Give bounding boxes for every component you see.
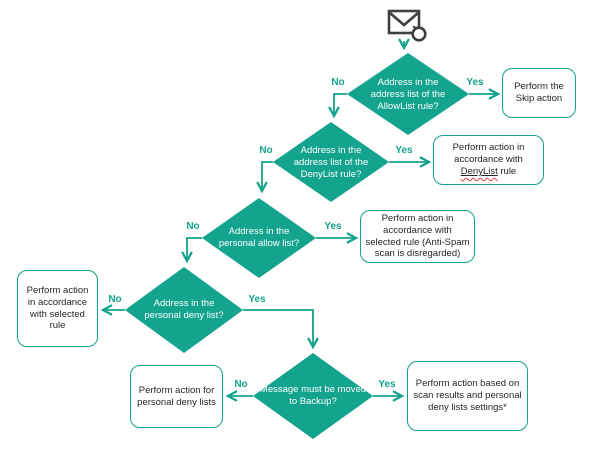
decision-label-denylist: Address in the address list of the DenyL…: [293, 144, 369, 181]
decision-label-personal-deny: Address in the personal deny list?: [144, 297, 224, 321]
arrow-allowlist-no: [328, 93, 347, 119]
decision-label-personal-allow: Address in the personal allow list?: [218, 225, 300, 249]
edge-label-denylist-no: No: [259, 145, 273, 156]
edge-label-personal-deny-no: No: [108, 294, 122, 305]
action-box-personal-deny-lists: Perform action for personal deny lists: [130, 365, 223, 428]
edge-label-backup-no: No: [234, 379, 248, 390]
action-denylist-text-post: rule: [497, 165, 517, 177]
arrow-personal-deny-yes: [243, 309, 319, 350]
decision-diamond-personal-allow: [202, 198, 316, 278]
decision-diamond-allowlist: [347, 53, 469, 135]
decision-label-allowlist: Address in the address list of the Allow…: [370, 76, 446, 113]
envelope-icon: [387, 9, 427, 42]
action-box-scan-results: Perform action based on scan results and…: [407, 361, 528, 431]
edge-label-allowlist-yes: Yes: [466, 77, 484, 88]
edge-label-backup-yes: Yes: [378, 379, 396, 390]
decision-diamond-denylist: [273, 122, 389, 202]
action-box-denylist-rule: Perform action in accordance with DenyLi…: [433, 135, 544, 185]
action-denylist-text-pre: Perform action in accordance with: [452, 142, 525, 166]
action-box-skip: Perform the Skip action: [502, 68, 576, 118]
action-denylist-word: DenyList: [460, 165, 498, 177]
edge-label-allowlist-no: No: [331, 77, 345, 88]
edge-label-denylist-yes: Yes: [395, 145, 413, 156]
decision-label-backup: Message must be moved to Backup?: [259, 383, 367, 407]
edge-label-personal-allow-no: No: [186, 221, 200, 232]
edge-label-personal-allow-yes: Yes: [324, 221, 342, 232]
action-box-selected-rule-disregarded: Perform action in accordance with select…: [360, 210, 475, 263]
edge-label-personal-deny-yes: Yes: [248, 294, 266, 305]
arrow-denylist-no: [256, 161, 273, 194]
action-box-selected-rule: Perform action in accordance with select…: [17, 270, 98, 347]
arrow-personal-allow-no: [181, 237, 202, 264]
decision-diamond-personal-deny: [125, 267, 243, 353]
decision-diamond-backup: [253, 353, 373, 439]
